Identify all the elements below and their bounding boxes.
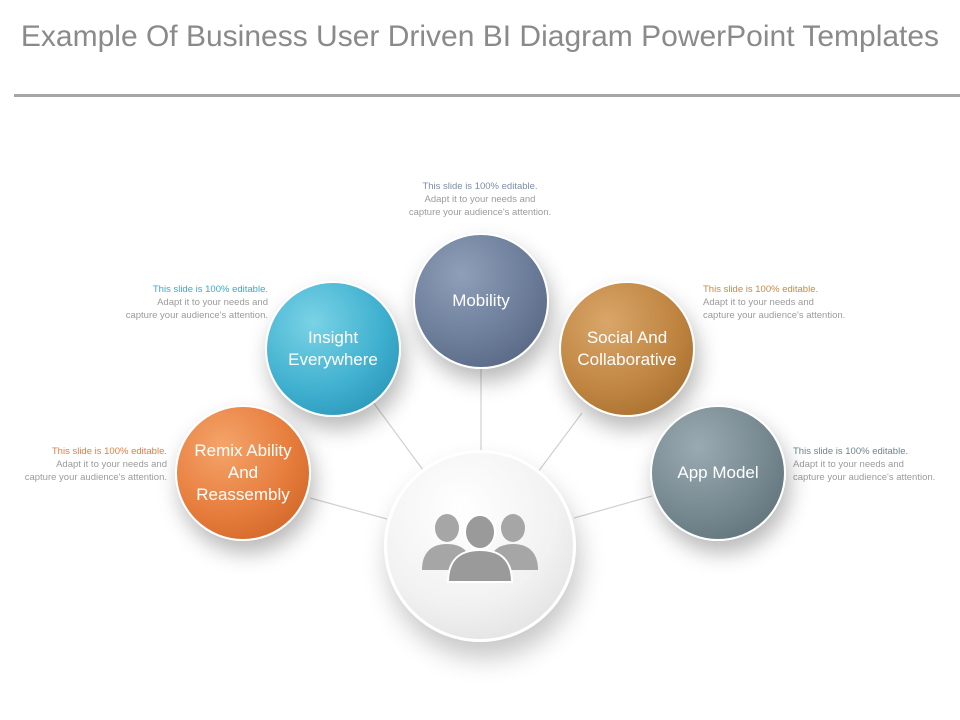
note-app-line1: This slide is 100% editable.	[793, 446, 909, 457]
note-social-line3: capture your audience's attention.	[703, 310, 846, 321]
node-social-and-collaborative: Social And Collaborative	[559, 281, 695, 417]
node-app-model: App Model	[650, 405, 786, 541]
node-mobility-label: Mobility	[452, 291, 510, 310]
title-divider	[14, 94, 960, 97]
note-social-line1: This slide is 100% editable.	[703, 284, 819, 295]
note-remix-line2: Adapt it to your needs and	[56, 459, 167, 470]
note-insight-line1: This slide is 100% editable.	[152, 284, 268, 295]
node-remix-label: Remix Ability And Reassembly	[194, 441, 292, 504]
connector-insight	[372, 401, 424, 471]
note-social: This slide is 100% editable. Adapt it to…	[703, 283, 883, 322]
note-mobility-line2: Adapt it to your needs and	[424, 194, 536, 205]
note-insight: This slide is 100% editable. Adapt it to…	[88, 283, 268, 322]
note-remix: This slide is 100% editable. Adapt it to…	[0, 445, 167, 484]
node-insight-everywhere: Insight Everywhere	[265, 281, 401, 417]
slide-title: Example Of Business User Driven BI Diagr…	[20, 20, 940, 53]
node-remix-ability: Remix Ability And Reassembly	[175, 405, 311, 541]
note-remix-line1: This slide is 100% editable.	[51, 446, 167, 457]
note-remix-line3: capture your audience's attention.	[24, 472, 167, 483]
connector-remix	[309, 497, 388, 520]
connector-social	[537, 412, 583, 473]
node-insight-label: Insight Everywhere	[288, 328, 378, 369]
note-mobility-line3: capture your audience's attention.	[408, 207, 552, 218]
note-app: This slide is 100% editable. Adapt it to…	[793, 445, 958, 484]
note-app-line2: Adapt it to your needs and	[793, 459, 904, 470]
node-mobility: Mobility	[413, 233, 549, 369]
note-insight-line2: Adapt it to your needs and	[157, 297, 268, 308]
note-social-line2: Adapt it to your needs and	[703, 297, 814, 308]
node-app-label: App Model	[677, 463, 759, 482]
note-mobility: This slide is 100% editable. Adapt it to…	[380, 180, 580, 219]
connector-app	[573, 495, 653, 519]
note-insight-line3: capture your audience's attention.	[125, 310, 268, 321]
note-app-line3: capture your audience's attention.	[793, 472, 936, 483]
users-group-icon	[422, 514, 538, 583]
note-mobility-line1: This slide is 100% editable.	[422, 181, 538, 192]
node-social-label: Social And Collaborative	[577, 328, 677, 369]
center-hub	[384, 450, 576, 642]
